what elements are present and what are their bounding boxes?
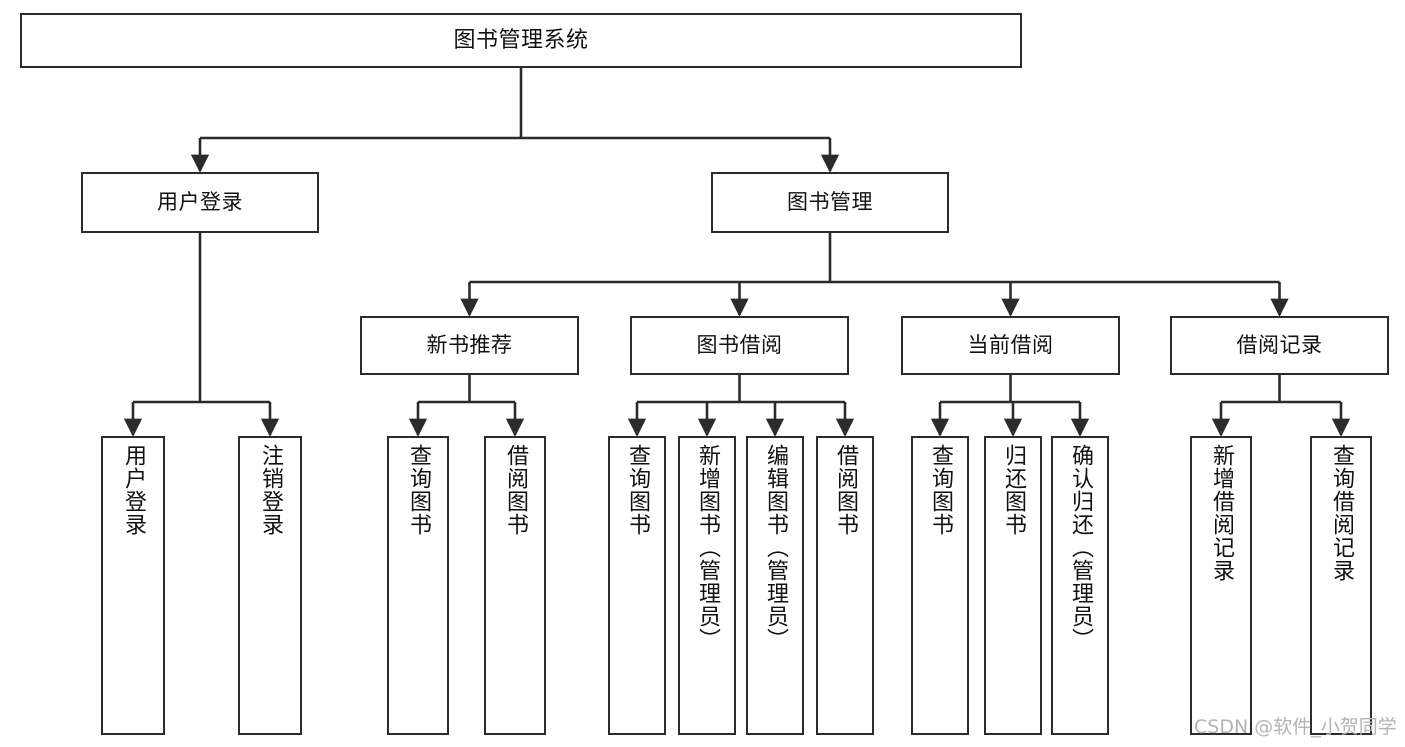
- node-label: 图书管理: [787, 190, 873, 215]
- node-root[interactable]: 图书管理系统: [20, 13, 1022, 68]
- node-leaf-cur-confirm[interactable]: 确认归还（管理员）: [1051, 436, 1109, 735]
- node-label: 注销登录: [257, 444, 283, 536]
- node-label: 归还图书: [1000, 444, 1026, 536]
- node-leaf-bb-query[interactable]: 查询图书: [608, 436, 666, 735]
- node-leaf-nb-borrow[interactable]: 借阅图书: [484, 436, 546, 735]
- node-label: 借阅图书: [832, 444, 858, 536]
- node-leaf-nb-query[interactable]: 查询图书: [387, 436, 449, 735]
- node-label: 新书推荐: [426, 333, 513, 358]
- node-records[interactable]: 借阅记录: [1170, 316, 1389, 375]
- node-label: 借阅图书: [502, 444, 528, 536]
- node-label: 查询图书: [927, 444, 953, 536]
- node-label: 借阅记录: [1236, 333, 1323, 358]
- node-label: 新增图书（管理员）: [694, 444, 720, 651]
- node-label: 查询图书: [624, 444, 650, 536]
- node-login[interactable]: 用户登录: [81, 172, 319, 233]
- node-borrow[interactable]: 图书借阅: [630, 316, 849, 375]
- node-label: 查询借阅记录: [1328, 444, 1354, 582]
- node-leaf-rec-add[interactable]: 新增借阅记录: [1190, 436, 1252, 735]
- node-leaf-rec-query[interactable]: 查询借阅记录: [1310, 436, 1372, 735]
- node-leaf-bb-add[interactable]: 新增图书（管理员）: [678, 436, 736, 735]
- node-leaf-cur-query[interactable]: 查询图书: [911, 436, 969, 735]
- node-bookmgr[interactable]: 图书管理: [711, 172, 949, 233]
- node-current[interactable]: 当前借阅: [901, 316, 1120, 375]
- node-label: 用户登录: [120, 444, 146, 536]
- node-label: 图书管理系统: [453, 27, 589, 53]
- node-leaf-user-login[interactable]: 用户登录: [101, 436, 165, 735]
- node-leaf-bb-borrow[interactable]: 借阅图书: [816, 436, 874, 735]
- node-leaf-cur-return[interactable]: 归还图书: [984, 436, 1042, 735]
- node-label: 新增借阅记录: [1208, 444, 1234, 582]
- node-label: 编辑图书（管理员）: [762, 444, 788, 651]
- node-label: 图书借阅: [696, 333, 783, 358]
- node-leaf-user-logout[interactable]: 注销登录: [238, 436, 302, 735]
- node-label: 确认归还（管理员）: [1067, 444, 1093, 651]
- node-newbook[interactable]: 新书推荐: [360, 316, 579, 375]
- node-leaf-bb-edit[interactable]: 编辑图书（管理员）: [746, 436, 804, 735]
- node-label: 用户登录: [157, 190, 243, 215]
- node-label: 查询图书: [405, 444, 431, 536]
- node-label: 当前借阅: [967, 333, 1054, 358]
- csdn-watermark: CSDN @软件_小贺同学: [1194, 716, 1397, 738]
